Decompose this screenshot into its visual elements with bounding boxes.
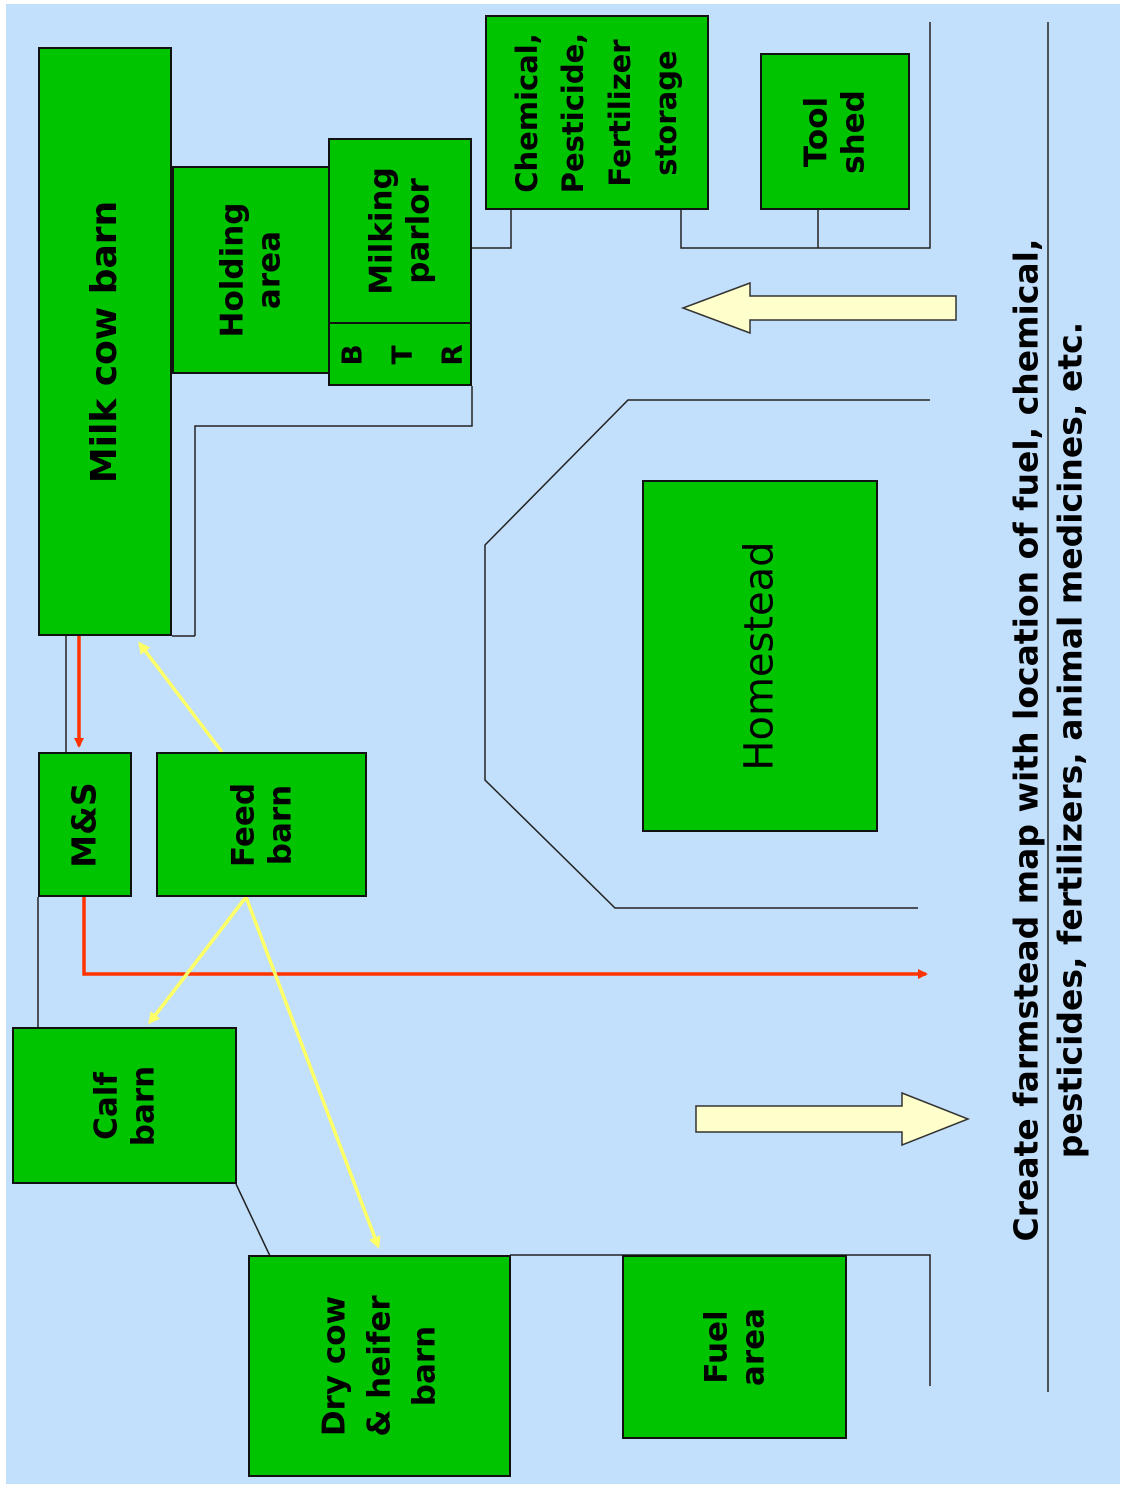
map-caption: Create farmstead map with location of fu… bbox=[1004, 238, 1091, 1241]
chemical-storage: Chemical, Pesticide, Fertilizer storage bbox=[485, 15, 709, 210]
calf-to-dry-line bbox=[235, 1183, 271, 1257]
fuel-area-label: Fuel area bbox=[697, 1307, 771, 1387]
btr-label-t: T bbox=[385, 345, 419, 365]
ms-label: M&S bbox=[64, 781, 104, 868]
milking-parlor: Milking parlor bbox=[328, 138, 472, 324]
caption-line-1: Create farmstead map with location of fu… bbox=[1006, 238, 1046, 1242]
tool-shed: Tool shed bbox=[760, 53, 910, 210]
yellow-arrow-feed-to-barn bbox=[138, 641, 224, 754]
homestead-label: Homestead bbox=[736, 541, 783, 771]
chemical-storage-label: Chemical, Pesticide, Fertilizer storage bbox=[510, 32, 684, 193]
calf-barn: Calf barn bbox=[12, 1027, 237, 1184]
milk-cow-barn-label: Milk cow barn bbox=[83, 200, 125, 483]
parlor-connector-line bbox=[472, 210, 512, 249]
storage-fence-line bbox=[680, 22, 931, 249]
red-arrow-ms-out bbox=[82, 897, 928, 979]
barn-outline-line bbox=[194, 386, 473, 636]
homestead-drive-line bbox=[484, 399, 930, 909]
btr-label-b: B bbox=[335, 344, 369, 366]
btr-room bbox=[328, 322, 472, 386]
feed-barn-label: Feed barn bbox=[224, 782, 298, 867]
ms-building: M&S bbox=[38, 752, 132, 897]
calf-barn-label: Calf barn bbox=[87, 1065, 161, 1146]
holding-area-label: Holding area bbox=[214, 202, 287, 338]
yellow-arrow-feed-to-dry bbox=[244, 896, 381, 1249]
dry-cow-heifer-barn: Dry cow & heifer barn bbox=[248, 1255, 511, 1477]
block-arrow-down bbox=[695, 1091, 971, 1147]
milking-parlor-label: Milking parlor bbox=[363, 167, 436, 295]
dry-cow-heifer-barn-label: Dry cow & heifer barn bbox=[316, 1295, 442, 1437]
holding-area: Holding area bbox=[172, 166, 330, 374]
milk-cow-barn: Milk cow barn bbox=[38, 47, 172, 636]
homestead: Homestead bbox=[642, 480, 878, 832]
feed-barn: Feed barn bbox=[156, 752, 367, 897]
fuel-area: Fuel area bbox=[622, 1255, 847, 1439]
block-arrow-up bbox=[680, 281, 957, 335]
caption-line-2: pesticides, fertilizers, animal medicine… bbox=[1050, 321, 1089, 1159]
yellow-arrow-feed-to-calf bbox=[148, 895, 248, 1025]
tool-shed-label: Tool shed bbox=[798, 89, 871, 174]
btr-label-r: R bbox=[435, 344, 469, 366]
